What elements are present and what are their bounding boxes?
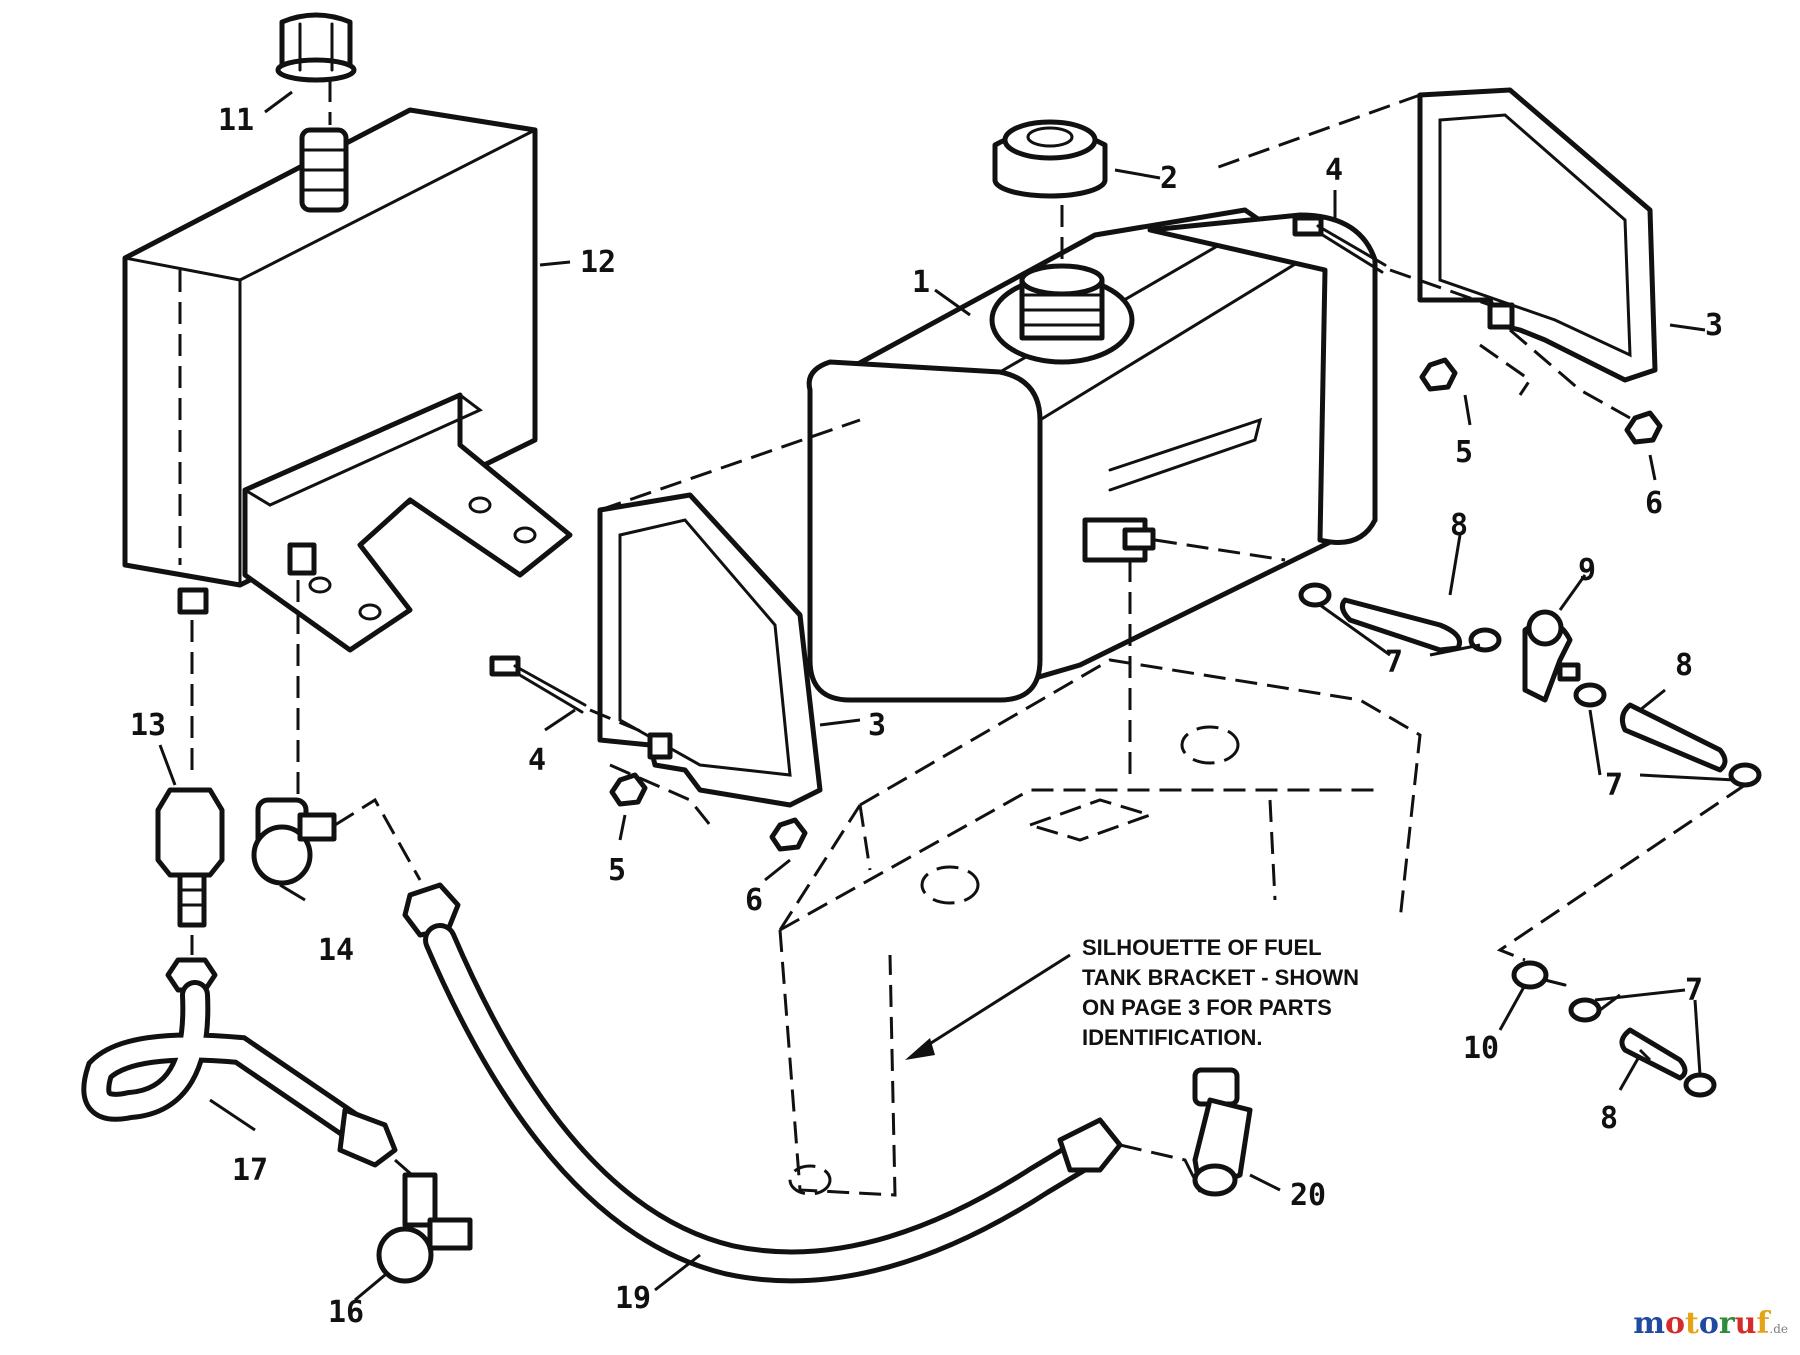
inline-filter <box>1511 960 1567 990</box>
callout-17: 17 <box>232 1153 268 1188</box>
watermark-logo: motoruf.de <box>1633 1306 1788 1341</box>
callout-19: 19 <box>615 1281 651 1316</box>
callout-14: 14 <box>318 933 354 968</box>
shutoff-valve <box>1522 609 1581 703</box>
note-line-2: TANK BRACKET - SHOWN <box>1082 965 1359 990</box>
fuel-cap <box>992 119 1108 199</box>
watermark-letter: o <box>1698 1306 1719 1341</box>
hose-long <box>402 882 1123 1284</box>
reservoir-cap <box>275 12 357 83</box>
callout-7-b: 7 <box>1605 768 1623 803</box>
callout-5-left: 5 <box>608 853 626 888</box>
callout-11: 11 <box>218 103 254 138</box>
callout-8-a: 8 <box>1450 508 1468 543</box>
bolt-right <box>1292 215 1387 274</box>
callout-12: 12 <box>580 245 616 280</box>
hose-c <box>1619 1027 1688 1081</box>
callout-10: 10 <box>1463 1031 1499 1066</box>
watermark-text: motoruf <box>1633 1306 1769 1341</box>
hose-a <box>1339 597 1462 653</box>
watermark-suffix: .de <box>1769 1322 1788 1336</box>
clamp-a <box>1298 582 1332 608</box>
callout-16: 16 <box>328 1295 364 1330</box>
tank-strap-left <box>597 492 823 808</box>
note-line-1: SILHOUETTE OF FUEL <box>1082 935 1322 960</box>
callout-13: 13 <box>130 708 166 743</box>
elbow-fitting-bottom <box>376 1172 473 1284</box>
elbow-fitting-left <box>251 797 337 886</box>
callout-4-right: 4 <box>1325 153 1343 188</box>
note-line-4: IDENTIFICATION. <box>1082 1025 1262 1050</box>
callout-1: 1 <box>912 265 930 300</box>
watermark-letter: f <box>1756 1306 1770 1341</box>
elbow-fitting-right <box>1192 1067 1253 1197</box>
nut-left-6 <box>769 817 808 852</box>
callout-6-right: 6 <box>1645 486 1663 521</box>
callout-9: 9 <box>1578 553 1596 588</box>
bolt-left <box>489 655 587 714</box>
clamp-f <box>1683 1072 1717 1098</box>
hose-left <box>81 957 398 1168</box>
watermark-letter: o <box>1664 1306 1685 1341</box>
callout-7-c: 7 <box>1685 973 1703 1008</box>
hydraulic-reservoir <box>122 107 573 653</box>
watermark-letter: t <box>1684 1306 1699 1341</box>
callout-7-a: 7 <box>1385 645 1403 680</box>
nut-left-5 <box>609 772 648 807</box>
nut-right-5 <box>1419 357 1458 392</box>
watermark-letter: u <box>1734 1306 1757 1341</box>
callout-20: 20 <box>1290 1178 1326 1213</box>
callout-4-left: 4 <box>528 743 546 778</box>
callout-3-right: 3 <box>1705 308 1723 343</box>
clamp-c <box>1573 682 1607 708</box>
adapter-fitting <box>155 787 225 928</box>
callout-6-left: 6 <box>745 883 763 918</box>
note-line-3: ON PAGE 3 FOR PARTS <box>1082 995 1332 1020</box>
callout-8-b: 8 <box>1675 648 1693 683</box>
watermark-letter: m <box>1633 1306 1665 1341</box>
callout-2: 2 <box>1160 161 1178 196</box>
callout-5-right: 5 <box>1455 435 1473 470</box>
tank-strap-right <box>1417 87 1658 383</box>
fuel-tank <box>806 207 1378 703</box>
nut-right-6 <box>1624 410 1663 445</box>
tank-bracket-silhouette <box>778 658 1422 1197</box>
callout-3-left: 3 <box>868 708 886 743</box>
clamp-e <box>1568 997 1602 1023</box>
clamp-d <box>1728 762 1762 788</box>
callout-8-c: 8 <box>1600 1101 1618 1136</box>
watermark-letter: r <box>1718 1306 1735 1341</box>
hose-b <box>1619 702 1728 773</box>
